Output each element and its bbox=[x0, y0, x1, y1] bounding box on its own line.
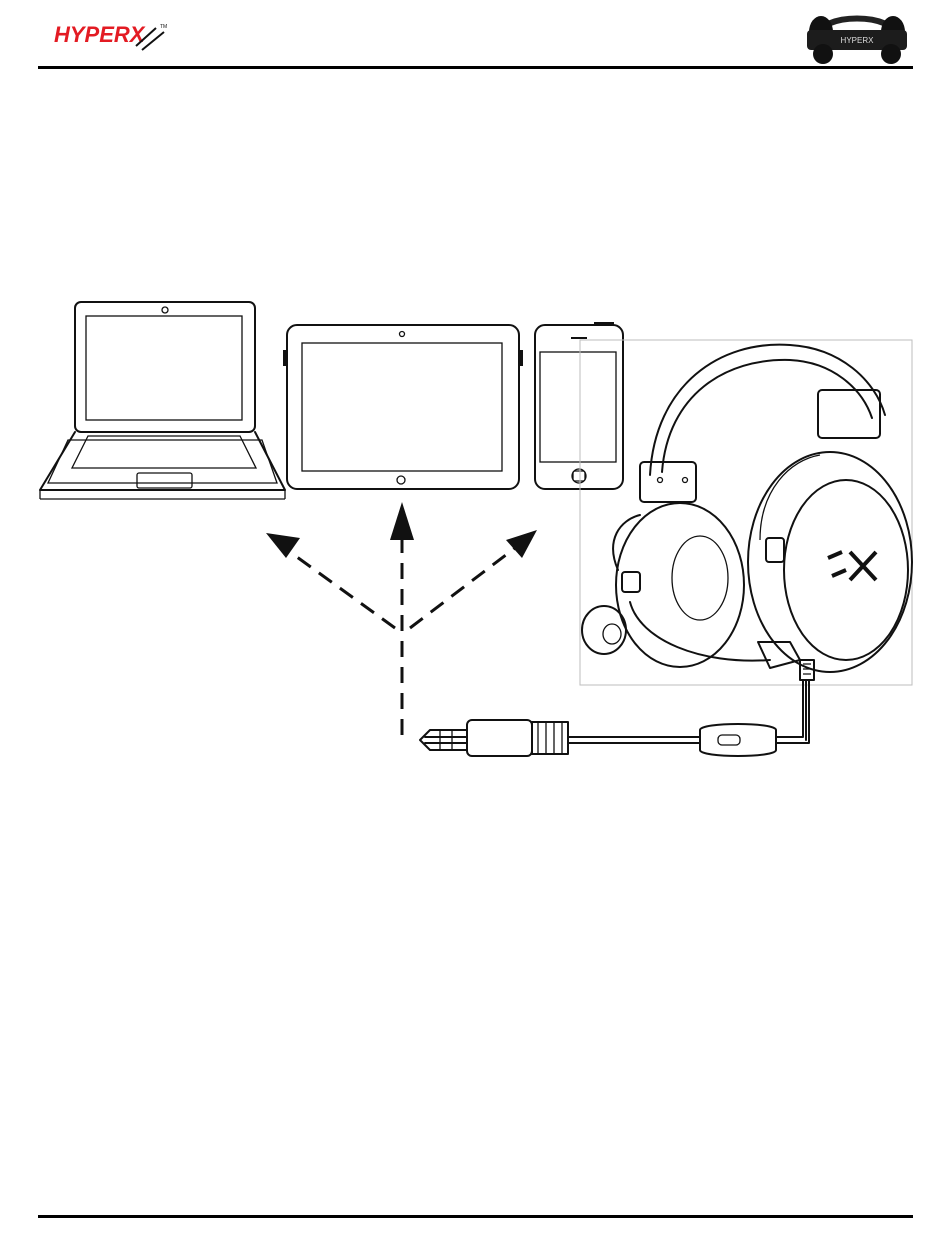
arrow-to-laptop-head bbox=[266, 533, 300, 558]
arrow-to-tablet-head bbox=[390, 502, 414, 540]
hyperx-logo-text: HYPERX bbox=[54, 22, 146, 47]
tablet-icon bbox=[283, 325, 523, 489]
hyperx-logo: HYPERX TM bbox=[52, 18, 172, 58]
svg-text:TM: TM bbox=[160, 24, 167, 30]
product-logo-text: HYPERX bbox=[841, 36, 875, 45]
arrow-to-laptop-line bbox=[290, 552, 395, 628]
laptop-icon bbox=[40, 302, 285, 499]
arrow-to-smartphone-line bbox=[410, 548, 515, 628]
audio-plug-icon bbox=[420, 680, 809, 756]
connection-arrows bbox=[266, 502, 537, 735]
connection-diagram bbox=[0, 290, 950, 760]
headset-thumbnail-icon: HYPERX bbox=[803, 8, 911, 66]
footer-rule bbox=[38, 1215, 913, 1218]
header-rule bbox=[38, 66, 913, 69]
headset-icon bbox=[582, 345, 912, 740]
smartphone-icon bbox=[535, 322, 623, 489]
arrow-to-smartphone-head bbox=[506, 530, 537, 558]
